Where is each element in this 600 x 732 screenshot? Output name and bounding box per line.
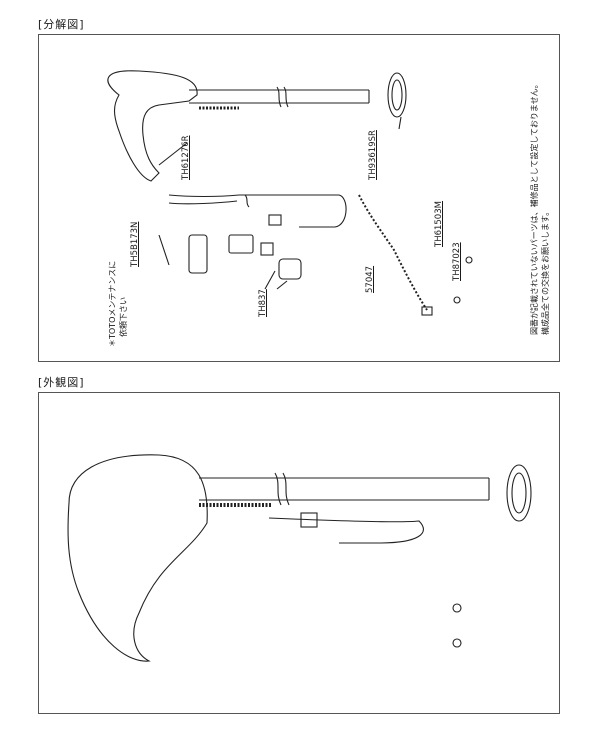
toto-note-line1: TOTOメンテナンスに — [108, 260, 117, 339]
external-diagram — [67, 454, 532, 662]
disclaimer-line2: 構成品全ての交換をお願いします。 — [541, 207, 550, 335]
disclaimer-note: 図番が記載されていないパーツは、補修品として設定しておりません。 構成品全ての交… — [529, 80, 551, 335]
exploded-diagram — [107, 70, 473, 316]
exploded-view-title: [分解図] — [38, 18, 85, 31]
note-bullet: ＊ — [108, 339, 117, 347]
part-label-th87023: TH87023 — [452, 242, 462, 281]
part-label-57047: 57047 — [365, 265, 375, 293]
external-view-title: [外観図] — [38, 376, 85, 389]
exploded-view-frame: TH61276R TH93619SR TH5B173N TH61503M TH8… — [38, 34, 560, 362]
part-label-th837: TH837 — [258, 289, 268, 317]
part-label-th93619sr: TH93619SR — [368, 130, 378, 180]
part-label-th61276r: TH61276R — [181, 135, 191, 180]
toto-note-line2: 依頼下さい — [119, 297, 128, 337]
part-label-th61503m: TH61503M — [434, 201, 444, 247]
external-view-frame — [38, 392, 560, 714]
part-label-th5b173n: TH5B173N — [130, 221, 140, 267]
toto-note: ＊TOTOメンテナンスに 依頼下さい — [107, 261, 129, 347]
disclaimer-line1: 図番が記載されていないパーツは、補修品として設定しておりません。 — [530, 80, 539, 335]
